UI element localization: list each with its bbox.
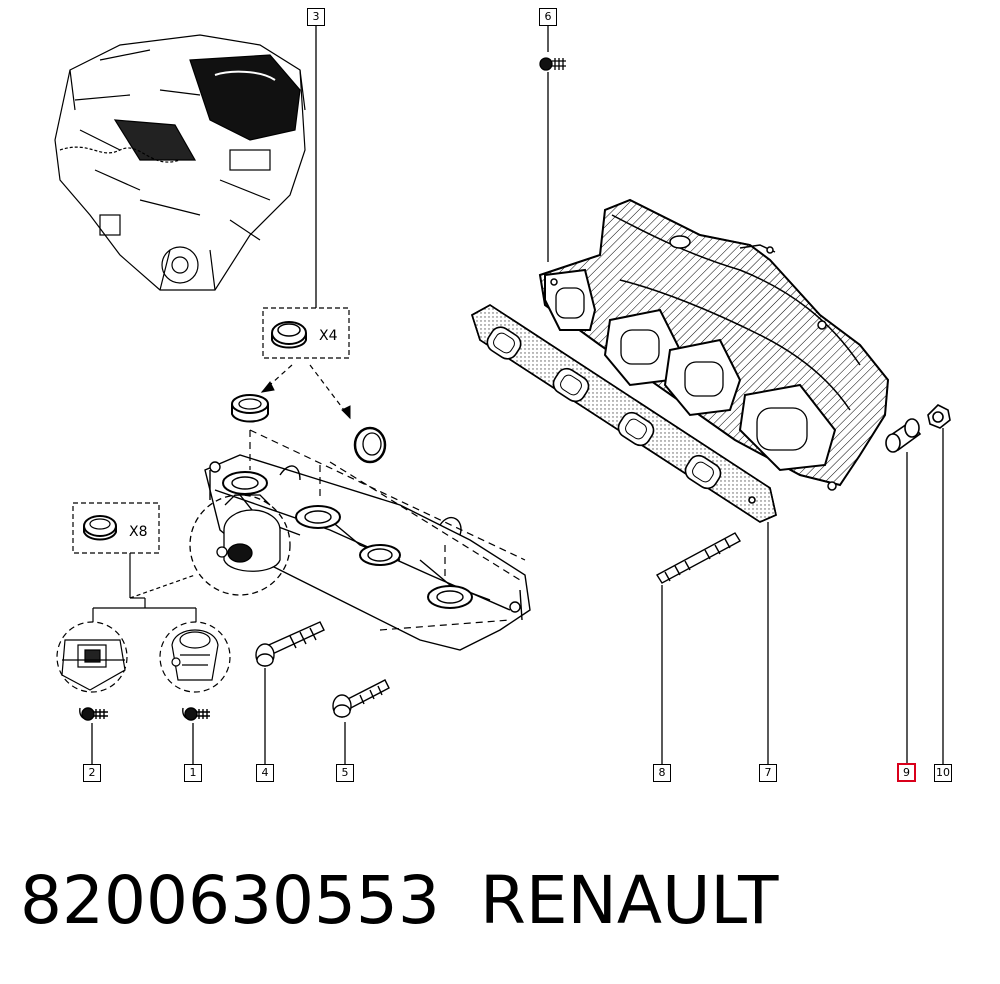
exhaust-manifold-illustration — [538, 198, 890, 491]
callout-10[interactable]: 10 — [934, 764, 952, 782]
callout-1[interactable]: 1 — [184, 764, 202, 782]
engine-overview-illustration — [54, 34, 306, 291]
callout-8[interactable]: 8 — [653, 764, 671, 782]
callout-6[interactable]: 6 — [539, 8, 557, 26]
brand-name: RENAULT — [480, 862, 779, 939]
quantity-label-x8: X8 — [129, 524, 148, 540]
callout-4[interactable]: 4 — [256, 764, 274, 782]
callout-3[interactable]: 3 — [307, 8, 325, 26]
stud-illustration — [656, 532, 741, 764]
callout-7[interactable]: 7 — [759, 764, 777, 782]
exhaust-gasket-illustration — [471, 304, 777, 523]
quantity-label-x4: X4 — [319, 328, 338, 344]
callout-6-group — [539, 26, 566, 262]
footer: 8200630553 RENAULT — [20, 862, 980, 946]
callout-2[interactable]: 2 — [83, 764, 101, 782]
callout-9-highlighted[interactable]: 9 — [897, 763, 916, 782]
sleeve-and-nut-illustration — [885, 404, 951, 764]
part-number: 8200630553 — [20, 862, 440, 939]
callout-1-2-group — [56, 502, 231, 764]
callout-5[interactable]: 5 — [336, 764, 354, 782]
callout-3-group — [231, 26, 387, 464]
throttle-body-illustration — [189, 494, 291, 596]
bolts-illustration — [255, 621, 390, 764]
